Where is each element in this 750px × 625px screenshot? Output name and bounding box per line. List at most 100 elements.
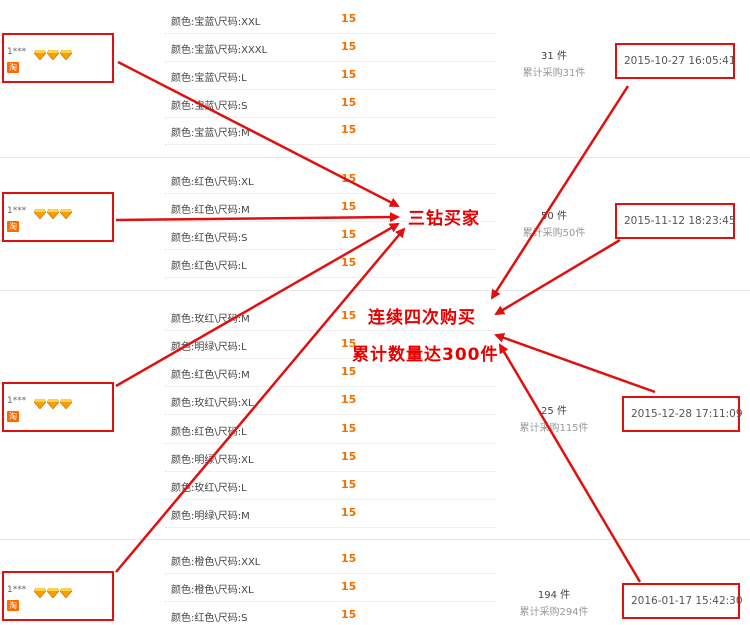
diamond-icon bbox=[47, 399, 59, 409]
purchase-time-box: 2015-11-12 18:23:45 bbox=[615, 203, 736, 239]
order-group-4: 颜色:橙色\尺码:XXL 15 颜色:橙色\尺码:XL 15 颜色:红色\尺码:S 1… bbox=[0, 540, 750, 625]
price-text: 15 bbox=[341, 365, 357, 378]
spec-text: 颜色:红色\尺码:L bbox=[171, 261, 247, 272]
taobao-badge-icon: 淘 bbox=[7, 411, 19, 422]
taobao-badge-icon: 淘 bbox=[7, 62, 19, 73]
spec-text: 颜色:明绿\尺码:M bbox=[171, 511, 250, 522]
order-row: 颜色:宝蓝\尺码:XXXL 15 bbox=[165, 34, 495, 62]
spec-text: 颜色:明绿\尺码:XL bbox=[171, 455, 254, 466]
taobao-badge-icon: 淘 bbox=[7, 600, 19, 611]
spec-text: 颜色:红色\尺码:L bbox=[171, 427, 247, 438]
cumulative-purchase: 累计采购31件 bbox=[522, 68, 586, 79]
buyer-name[interactable]: 1*** bbox=[7, 206, 27, 216]
order-row: 颜色:宝蓝\尺码:M 15 bbox=[165, 117, 495, 145]
spec-text: 颜色:宝蓝\尺码:L bbox=[171, 73, 247, 84]
price-text: 15 bbox=[341, 309, 357, 322]
purchase-time-box: 2015-10-27 16:05:41 bbox=[615, 43, 736, 79]
price-text: 15 bbox=[341, 40, 357, 53]
spec-text: 颜色:宝蓝\尺码:XXL bbox=[171, 17, 261, 28]
purchase-time: 2015-10-27 16:05:41 bbox=[624, 55, 736, 67]
order-row: 颜色:红色\尺码:L 15 bbox=[165, 250, 495, 278]
spec-text: 颜色:宝蓝\尺码:XXXL bbox=[171, 45, 268, 56]
diamond-icon bbox=[60, 588, 72, 598]
order-row: 颜色:橙色\尺码:XXL 15 bbox=[165, 546, 495, 574]
spec-text: 颜色:宝蓝\尺码:M bbox=[171, 128, 250, 139]
price-text: 15 bbox=[341, 12, 357, 25]
spec-text: 颜色:玫红\尺码:L bbox=[171, 483, 247, 494]
purchase-time-box: 2015-12-28 17:11:09 bbox=[622, 396, 743, 432]
order-row: 颜色:红色\尺码:XL 15 bbox=[165, 166, 495, 194]
order-row: 颜色:玫红\尺码:L 15 bbox=[165, 472, 495, 500]
price-text: 15 bbox=[341, 123, 357, 136]
order-row: 颜色:宝蓝\尺码:XXL 15 bbox=[165, 6, 495, 34]
order-row: 颜色:宝蓝\尺码:L 15 bbox=[165, 62, 495, 90]
quantity-cell: 25 件 累计采购115件 bbox=[500, 402, 608, 434]
diamond-icon bbox=[34, 50, 46, 60]
diamond-icon bbox=[60, 50, 72, 60]
buyer-name[interactable]: 1*** bbox=[7, 47, 27, 57]
cumulative-purchase: 累计采购50件 bbox=[522, 228, 586, 239]
order-row: 颜色:明绿\尺码:M 15 bbox=[165, 500, 495, 528]
taobao-badge-icon: 淘 bbox=[7, 221, 19, 232]
price-text: 15 bbox=[341, 450, 357, 463]
spec-text: 颜色:明绿\尺码:L bbox=[171, 342, 247, 353]
cumulative-purchase: 累计采购294件 bbox=[519, 607, 589, 618]
spec-text: 颜色:红色\尺码:XL bbox=[171, 177, 254, 188]
spec-text: 颜色:宝蓝\尺码:S bbox=[171, 101, 248, 112]
price-text: 15 bbox=[341, 478, 357, 491]
diamond-icon bbox=[47, 588, 59, 598]
diamond-rating bbox=[34, 583, 73, 602]
price-text: 15 bbox=[341, 256, 357, 269]
spec-text: 颜色:红色\尺码:S bbox=[171, 613, 248, 624]
price-text: 15 bbox=[341, 96, 357, 109]
diamond-rating bbox=[34, 394, 73, 413]
order-group-3: 颜色:玫红\尺码:M 15 颜色:明绿\尺码:L 15 颜色:红色\尺码:M 15 颜… bbox=[0, 291, 750, 540]
quantity-count: 50 件 bbox=[541, 211, 567, 222]
buyer-info-box: 1*** 淘 bbox=[2, 192, 114, 242]
buyer-info-box: 1*** 淘 bbox=[2, 571, 114, 621]
price-text: 15 bbox=[341, 200, 357, 213]
price-text: 15 bbox=[341, 608, 357, 621]
spec-text: 颜色:红色\尺码:M bbox=[171, 205, 250, 216]
order-group-1: 颜色:宝蓝\尺码:XXL 15 颜色:宝蓝\尺码:XXXL 15 颜色:宝蓝\尺码:… bbox=[0, 0, 750, 158]
cumulative-purchase: 累计采购115件 bbox=[519, 423, 589, 434]
diamond-icon bbox=[47, 50, 59, 60]
diamond-icon bbox=[47, 209, 59, 219]
diamond-icon bbox=[60, 399, 72, 409]
spec-text: 颜色:玫红\尺码:M bbox=[171, 314, 250, 325]
order-row: 颜色:红色\尺码:L 15 bbox=[165, 416, 495, 444]
order-row: 颜色:红色\尺码:S 15 bbox=[165, 602, 495, 625]
quantity-count: 194 件 bbox=[537, 590, 571, 601]
quantity-cell: 31 件 累计采购31件 bbox=[500, 47, 608, 79]
spec-text: 颜色:橙色\尺码:XL bbox=[171, 585, 254, 596]
price-text: 15 bbox=[341, 393, 357, 406]
price-text: 15 bbox=[341, 552, 357, 565]
quantity-cell: 194 件 累计采购294件 bbox=[500, 586, 608, 618]
purchase-time: 2015-12-28 17:11:09 bbox=[631, 408, 743, 420]
annotation-total-quantity: 累计数量达300件 bbox=[352, 345, 499, 365]
purchase-time-box: 2016-01-17 15:42:30 bbox=[622, 583, 743, 619]
order-row: 颜色:明绿\尺码:XL 15 bbox=[165, 444, 495, 472]
buyer-name[interactable]: 1*** bbox=[7, 396, 27, 406]
spec-text: 颜色:红色\尺码:S bbox=[171, 233, 248, 244]
diamond-icon bbox=[60, 209, 72, 219]
diamond-icon bbox=[34, 588, 46, 598]
annotation-diamond-buyer: 三钻买家 bbox=[408, 209, 480, 229]
price-text: 15 bbox=[341, 422, 357, 435]
spec-text: 颜色:红色\尺码:M bbox=[171, 370, 250, 381]
buyer-info-box: 1*** 淘 bbox=[2, 33, 114, 83]
price-text: 15 bbox=[341, 68, 357, 81]
spec-text: 颜色:橙色\尺码:XXL bbox=[171, 557, 261, 568]
buyer-name[interactable]: 1*** bbox=[7, 585, 27, 595]
diamond-rating bbox=[34, 204, 73, 223]
price-text: 15 bbox=[341, 172, 357, 185]
price-text: 15 bbox=[341, 506, 357, 519]
order-row: 颜色:橙色\尺码:XL 15 bbox=[165, 574, 495, 602]
diamond-icon bbox=[34, 399, 46, 409]
diamond-rating bbox=[34, 45, 73, 64]
quantity-cell: 50 件 累计采购50件 bbox=[500, 207, 608, 239]
price-text: 15 bbox=[341, 580, 357, 593]
annotation-repeat-buy: 连续四次购买 bbox=[368, 308, 476, 328]
